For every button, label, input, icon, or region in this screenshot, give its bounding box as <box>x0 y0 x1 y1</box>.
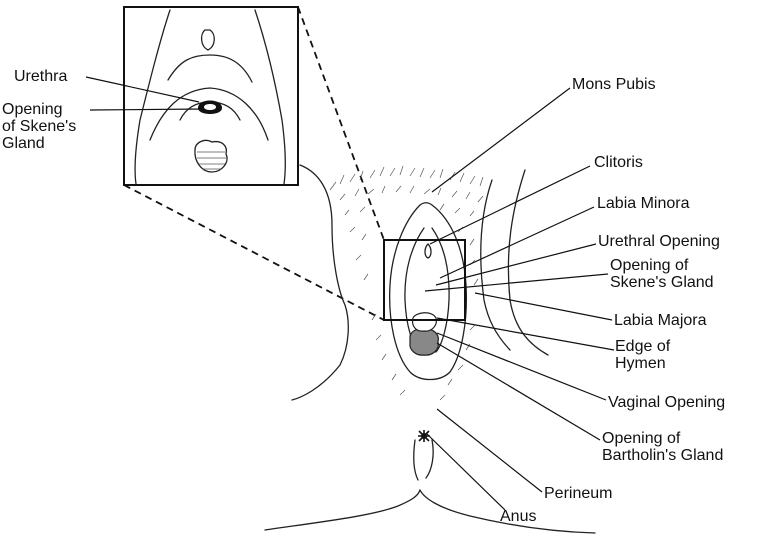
label-vaginal-opening: Vaginal Opening <box>608 394 725 411</box>
label-bartholins-gland: Opening of Bartholin's Gland <box>602 430 723 464</box>
inset-artwork <box>135 10 285 184</box>
zoom-connector-top <box>298 7 384 240</box>
leader-skenes-gland <box>425 274 608 291</box>
label-edge-of-hymen: Edge of Hymen <box>615 338 670 372</box>
leader-urethra <box>86 77 199 102</box>
leader-bartholins-gland <box>437 343 600 440</box>
label-anus: Anus <box>500 508 536 525</box>
label-perineum: Perineum <box>544 485 612 502</box>
leader-labia-minora <box>440 207 594 278</box>
label-urethral-opening: Urethral Opening <box>598 233 720 250</box>
hymen-shape <box>413 313 437 331</box>
label-clitoris: Clitoris <box>594 154 643 171</box>
leader-anus <box>427 434 505 510</box>
label-skenes-gland: Opening of Skene's Gland <box>610 257 714 291</box>
hair-texture <box>330 166 483 400</box>
leader-labia-majora <box>475 293 612 320</box>
label-urethra: Urethra <box>14 68 67 85</box>
leader-vaginal-opening <box>437 333 606 400</box>
vaginal-opening-shape <box>410 329 438 355</box>
label-mons-pubis: Mons Pubis <box>572 76 656 93</box>
leader-perineum <box>437 409 542 492</box>
label-labia-minora: Labia Minora <box>597 195 690 212</box>
leader-mons-pubis <box>432 88 570 192</box>
zoom-connector-bottom <box>124 185 384 320</box>
label-inset-skenes-gland: Opening of Skene's Gland <box>2 101 76 152</box>
label-labia-majora: Labia Majora <box>614 312 707 329</box>
